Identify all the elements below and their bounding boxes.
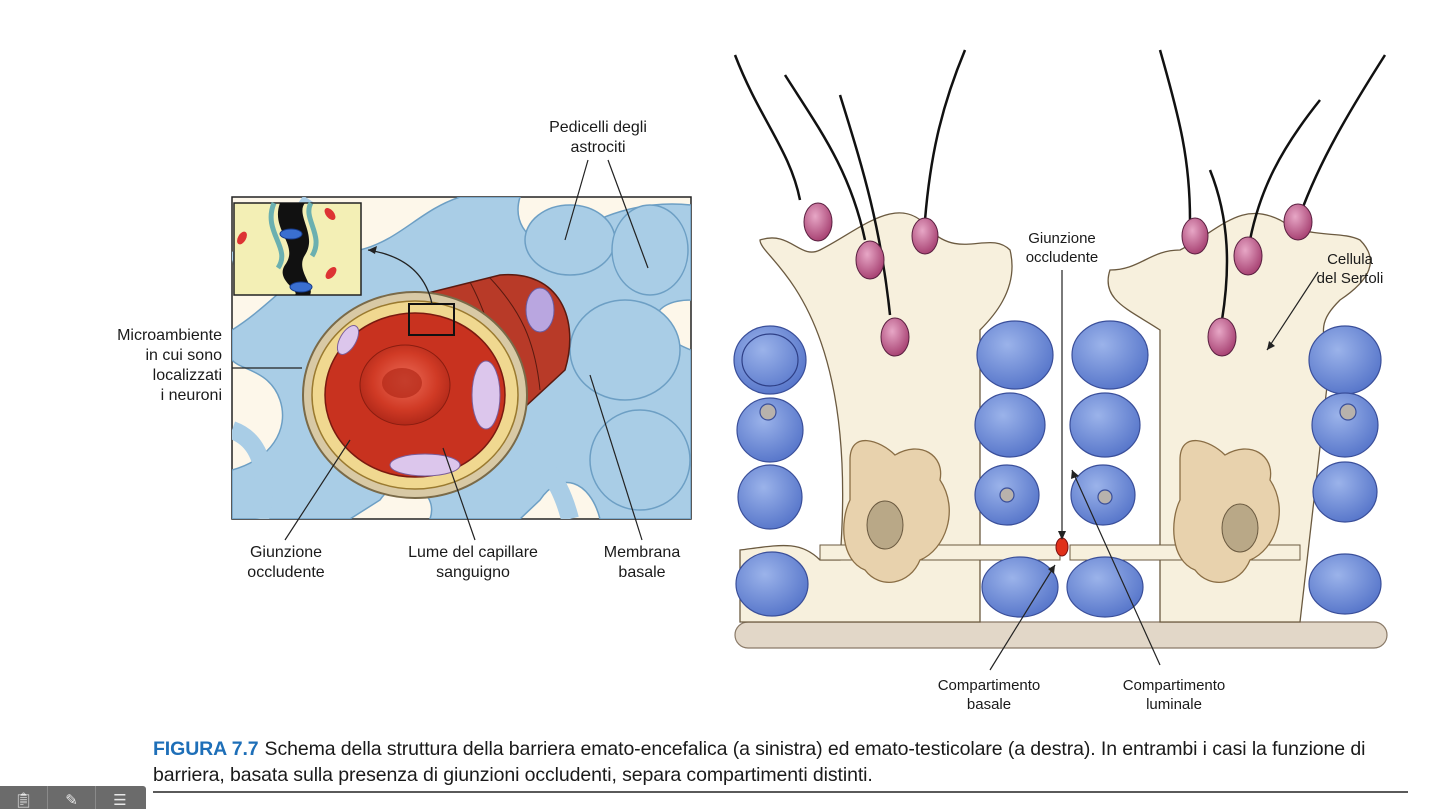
label-giunzione-right-line2: occludente	[1026, 249, 1099, 266]
label-lume-line1: Lume del capillare	[408, 544, 538, 561]
pencil-icon[interactable]: ✎	[48, 786, 96, 809]
label-sertoli-line1: Cellula	[1327, 251, 1374, 268]
label-basale-line2: basale	[967, 696, 1011, 713]
label-microambiente-line2: in cui sono	[146, 347, 223, 364]
figure-number: FIGURA 7.7	[153, 738, 259, 760]
sertoli-nuclei	[843, 439, 1280, 583]
list-icon[interactable]: ☰	[113, 791, 127, 809]
label-membrana-line2: basale	[618, 564, 665, 581]
clipboard-icon[interactable]: 📋︎	[0, 786, 48, 809]
capillary	[302, 274, 571, 499]
inset-arrow	[367, 249, 433, 305]
label-giunzione-left-line1: Giunzione	[250, 544, 322, 561]
label-basale-line1: Compartimento	[938, 677, 1041, 694]
caption-text: Schema della struttura della barriera em…	[153, 738, 1366, 786]
label-luminale-line2: luminale	[1146, 696, 1202, 713]
germ-cells	[733, 320, 1382, 618]
label-pedicelli-line1: Pedicelli degli	[549, 119, 647, 136]
blood-brain-barrier-panel: Pedicelli degli astrociti Microambiente …	[117, 119, 692, 581]
spermatozoa	[733, 49, 1387, 357]
junction-inset	[233, 201, 362, 296]
label-luminale-line1: Compartimento	[1123, 677, 1226, 694]
blood-testis-barrier-panel: Giunzione occludente Cellula del Sertoli…	[733, 46, 1410, 713]
label-sertoli-line2: del Sertoli	[1317, 270, 1384, 287]
figure-diagram: Pedicelli degli astrociti Microambiente …	[117, 46, 1410, 713]
leader-lines-right	[989, 270, 1319, 671]
label-microambiente-line3: localizzati	[153, 367, 222, 384]
basal-lamina	[734, 621, 1388, 649]
label-microambiente-line4: i neuroni	[161, 387, 222, 404]
annotation-toolbar: 📋︎ ✎ ☰	[0, 786, 146, 809]
label-microambiente-line1: Microambiente	[117, 327, 222, 344]
leader-lines-left	[232, 159, 649, 541]
label-giunzione-left-line2: occludente	[247, 564, 324, 581]
label-lume-line2: sanguigno	[436, 564, 510, 581]
tight-junction-marker	[1055, 537, 1069, 557]
label-membrana-line1: Membrana	[604, 544, 681, 561]
label-pedicelli-line2: astrociti	[570, 139, 625, 156]
caption-underline	[153, 791, 1408, 793]
label-giunzione-right-line1: Giunzione	[1028, 230, 1096, 247]
